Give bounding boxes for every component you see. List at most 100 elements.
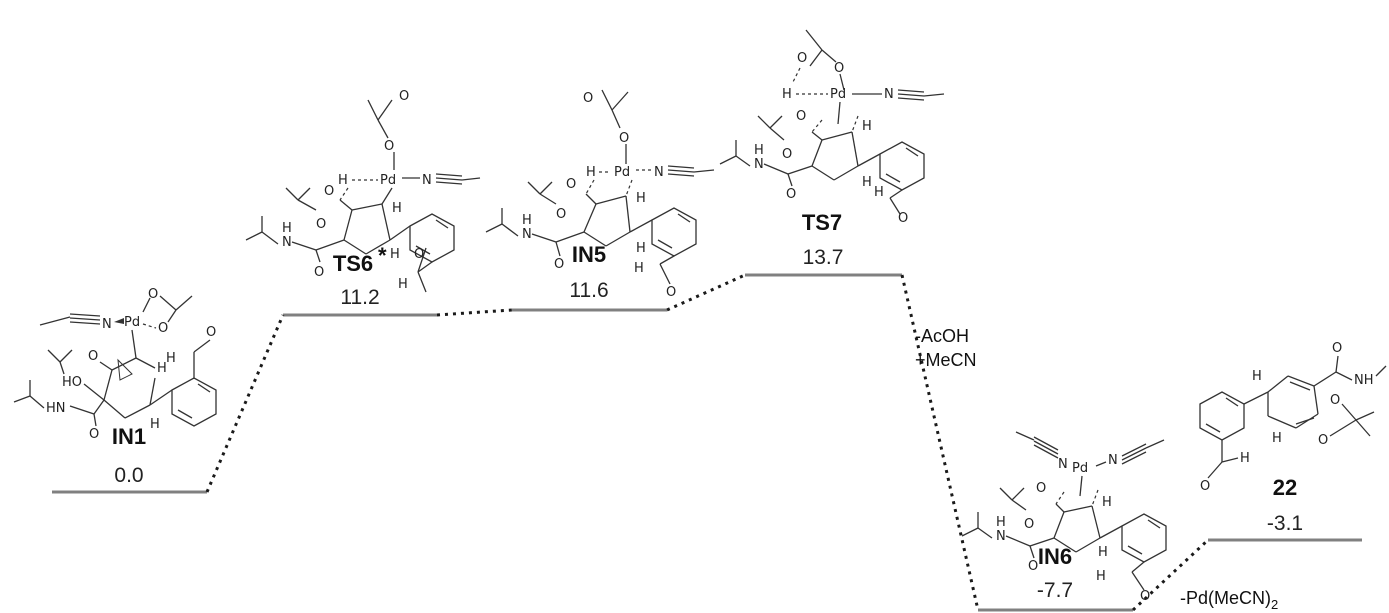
atom-n-in1: N bbox=[102, 317, 112, 332]
structure-in1: N Pd O O H H O HO HN O bbox=[13, 287, 217, 442]
atom-h-in1-a: H bbox=[157, 361, 167, 376]
structure-ts6: O O Pd H N H H O O H N O bbox=[245, 89, 481, 293]
atom-o-in5-c: O bbox=[566, 177, 576, 192]
atom-o-22-c: O bbox=[1318, 433, 1328, 448]
energy-ts6: 11.2 bbox=[340, 286, 379, 309]
annotation-acoh: -AcOH bbox=[915, 326, 969, 346]
label-ts6-star: * bbox=[378, 243, 387, 268]
atom-ho-in1: HO bbox=[62, 375, 82, 390]
atom-o-22-d: O bbox=[1200, 479, 1210, 494]
atom-pd-in6: Pd bbox=[1072, 461, 1088, 476]
annotation-pd-release-sub: 2 bbox=[1271, 597, 1278, 612]
atom-o-ts6-e: O bbox=[314, 265, 324, 280]
energy-in5: 11.6 bbox=[569, 279, 608, 302]
atom-n-ts7-b: N bbox=[754, 157, 764, 172]
structure-ts7: O O H Pd N H H O O H N O bbox=[719, 29, 945, 226]
atom-pd-in1: Pd bbox=[124, 315, 140, 330]
atom-nh-ts6: H bbox=[282, 221, 292, 236]
structure-in5: O O Pd H N H H O O H N O bbox=[485, 89, 715, 300]
connector-ts7-in6 bbox=[900, 274, 980, 611]
atom-o-22-a: O bbox=[1332, 341, 1342, 356]
atom-o-ts7-c: O bbox=[796, 109, 806, 124]
atom-o-in1-a: O bbox=[148, 287, 158, 302]
energy-22: -3.1 bbox=[1267, 512, 1303, 535]
atom-nh-22: NH bbox=[1354, 373, 1374, 388]
label-in6: IN6 bbox=[1038, 544, 1072, 569]
atom-h-in5-c: H bbox=[636, 241, 646, 256]
atom-h-in6-c: H bbox=[1096, 569, 1106, 584]
atom-o-in5-a: O bbox=[583, 91, 593, 106]
atom-o-in6-d: O bbox=[1140, 589, 1150, 604]
atom-n-ts6-b: N bbox=[282, 235, 292, 250]
label-ts6: TS6 bbox=[333, 251, 373, 276]
connector-ts6-in5 bbox=[436, 308, 513, 317]
atom-h-ts7-b: H bbox=[862, 119, 872, 134]
energy-in1: 0.0 bbox=[114, 464, 143, 487]
atom-o-ts7-a: O bbox=[797, 51, 807, 66]
connector-in6-22 bbox=[1131, 538, 1210, 612]
atom-o-in5-f: O bbox=[666, 285, 676, 300]
atom-h-in5-b: H bbox=[636, 191, 646, 206]
atom-pd-ts6: Pd bbox=[380, 173, 396, 188]
atom-h-ts6-d: H bbox=[398, 277, 408, 292]
atom-nh-in5: H bbox=[522, 213, 532, 228]
atom-o-22-b: O bbox=[1330, 393, 1340, 408]
atom-h-ts6-b: H bbox=[392, 201, 402, 216]
annotation-pd-release-main: -Pd(MeCN) bbox=[1180, 588, 1271, 608]
atom-n-in6-b: N bbox=[1108, 453, 1118, 468]
atom-h-in1-b: H bbox=[150, 417, 160, 432]
atom-n-in6-c: N bbox=[996, 529, 1006, 544]
atom-nh-ts7: H bbox=[754, 143, 764, 158]
atom-pd-ts7: Pd bbox=[830, 87, 846, 102]
atom-n-in6-a: N bbox=[1058, 457, 1068, 472]
atom-o-ts7-d: O bbox=[782, 147, 792, 162]
atom-h-22-a: H bbox=[1252, 369, 1262, 384]
atom-o-in6-c: O bbox=[1028, 559, 1038, 574]
atom-h-22-c: H bbox=[1272, 431, 1282, 446]
atom-n-ts7: N bbox=[884, 87, 894, 102]
atom-pd-in5: Pd bbox=[614, 165, 630, 180]
connector-in5-ts7 bbox=[666, 273, 746, 312]
connector-in1-ts6 bbox=[205, 314, 285, 493]
annotation-pd-release: -Pd(MeCN)2 bbox=[1180, 588, 1278, 612]
energy-in6: -7.7 bbox=[1037, 579, 1073, 602]
atom-o-in1-d: O bbox=[89, 427, 99, 442]
label-in1: IN1 bbox=[112, 424, 146, 449]
atom-o-in6-a: O bbox=[1036, 481, 1046, 496]
atom-nh-in1: HN bbox=[46, 401, 66, 416]
atom-n-in5: N bbox=[654, 165, 664, 180]
atom-h-ts7-c: H bbox=[862, 175, 872, 190]
atom-h-ts6-a: H bbox=[338, 173, 348, 188]
atom-h-ts7-a: H bbox=[782, 87, 792, 102]
atom-o-ts7-f: O bbox=[898, 211, 908, 226]
atom-o-ts6-f: O bbox=[414, 247, 424, 262]
atom-o-ts6-c: O bbox=[324, 184, 334, 199]
label-in5: IN5 bbox=[572, 242, 606, 267]
label-ts7: TS7 bbox=[802, 210, 842, 235]
connectors bbox=[205, 273, 1210, 612]
atom-o-ts7-e: O bbox=[786, 187, 796, 202]
atom-o-in5-e: O bbox=[554, 257, 564, 272]
atom-o-in1-c: O bbox=[88, 349, 98, 364]
energy-levels bbox=[52, 273, 1362, 612]
atom-o-in1-b: O bbox=[158, 321, 168, 336]
atom-o-in5-b: O bbox=[619, 131, 629, 146]
atom-h-ts7-d: H bbox=[874, 185, 884, 200]
atom-h-in1-c: H bbox=[166, 351, 176, 366]
atom-o-in5-d: O bbox=[556, 207, 566, 222]
atom-h-in5-d: H bbox=[634, 261, 644, 276]
energy-ts7: 13.7 bbox=[803, 246, 844, 269]
atom-h-22-b: H bbox=[1240, 451, 1250, 466]
atom-o-ts6-d: O bbox=[316, 217, 326, 232]
atom-o-in1-e: O bbox=[206, 325, 216, 340]
atom-h-ts6-c: H bbox=[390, 247, 400, 262]
atom-o-in6-b: O bbox=[1024, 517, 1034, 532]
atom-o-ts6-b: O bbox=[384, 139, 394, 154]
atom-o-ts6-a: O bbox=[399, 89, 409, 104]
label-22: 22 bbox=[1273, 475, 1297, 500]
atom-nh-in6: H bbox=[996, 515, 1006, 530]
atom-n-ts6: N bbox=[422, 173, 432, 188]
atom-h-in5-a: H bbox=[586, 165, 596, 180]
annotation-mecn: +MeCN bbox=[915, 350, 977, 370]
